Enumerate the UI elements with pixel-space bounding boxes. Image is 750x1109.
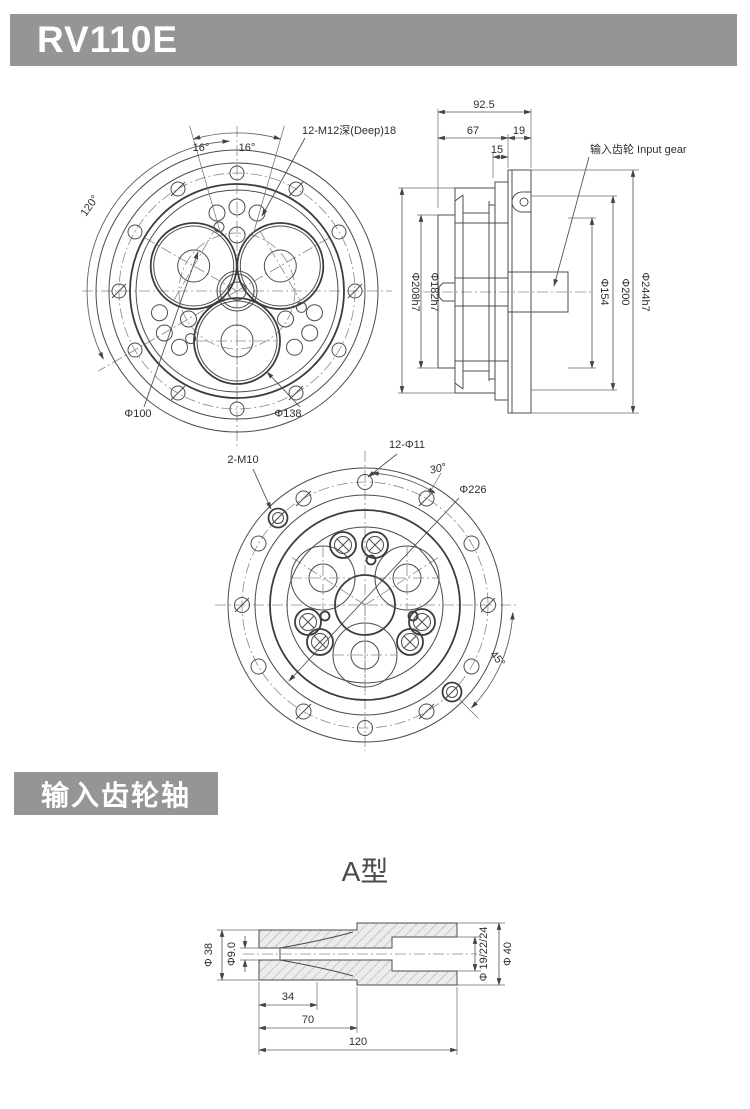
dia-100-label: Φ100 [124, 408, 151, 420]
output-view-centerlines [215, 451, 517, 751]
dia-226-label: Φ226 [459, 484, 486, 496]
front-view-tap-note: 12-M12深(Deep)18 [261, 124, 396, 217]
side-view-dia-dims: Φ208h7 Φ182h7 Φ154 Φ200 Φ244h7 [398, 169, 651, 414]
model-title: RV110E [37, 19, 179, 60]
dia-208-label: Φ208h7 [409, 272, 421, 311]
side-view-internals [438, 194, 508, 390]
section-banner: 输入齿轮轴 [14, 772, 218, 815]
variant-label: A型 [341, 856, 389, 887]
output-view-screws [294, 531, 436, 656]
shaft-view-drawing: 34 70 120 Φ 38 Φ9.0 Φ 19/22/24 Φ 40 [203, 922, 514, 1055]
len-34-label: 34 [282, 991, 294, 1003]
output-view-m10-plugs [267, 507, 463, 703]
shaft-dia-dims: Φ 38 Φ9.0 Φ 19/22/24 Φ 40 [203, 922, 514, 986]
dia-154-label: Φ154 [598, 278, 610, 305]
angle-120-label: 120° [79, 193, 102, 219]
section-title: 输入齿轮轴 [40, 779, 191, 811]
model-banner: RV110E [10, 14, 737, 66]
dia-40-label: Φ 40 [502, 942, 514, 966]
side-view-top-dims: 92.5 67 19 15 [437, 99, 532, 208]
dim-67-label: 67 [467, 125, 479, 137]
angle-16-right-label: 16° [239, 142, 256, 154]
output-view-large-holes [290, 545, 440, 688]
hole-note-label: 12-Φ11 [389, 439, 425, 451]
input-gear-label: 输入齿轮 Input gear [590, 142, 687, 156]
dia-182-label: Φ182h7 [428, 272, 440, 311]
dia-138-label: Φ138 [274, 408, 301, 420]
dim-92-5-label: 92.5 [473, 99, 494, 111]
dia-200-label: Φ200 [619, 278, 631, 305]
angle-45-label: 45° [487, 649, 507, 669]
len-120-label: 120 [349, 1036, 367, 1048]
side-view-input-gear: 输入齿轮 Input gear [553, 142, 687, 287]
output-view-annotations: 2-M10 12-Φ11 30° Φ226 45° [227, 439, 515, 719]
dia-38-label: Φ 38 [203, 943, 215, 967]
len-70-label: 70 [302, 1014, 314, 1026]
dia-244-label: Φ244h7 [639, 272, 651, 311]
shaft-length-dims: 34 70 120 [258, 982, 458, 1055]
angle-30-label: 30° [428, 461, 448, 477]
m10-note-label: 2-M10 [227, 454, 258, 466]
dim-15-label: 15 [491, 144, 503, 156]
dim-19-label: 19 [513, 125, 525, 137]
front-view-drawing: 16° 16° 120° 12-M12深(Deep)18 Φ100 Φ138 [79, 124, 396, 448]
tap-note-label: 12-M12深(Deep)18 [302, 124, 396, 137]
front-view-centerlines [82, 126, 392, 448]
shaft-section [243, 922, 477, 986]
output-view-drawing: 2-M10 12-Φ11 30° Φ226 45° [215, 439, 517, 751]
dia-9-label: Φ9.0 [226, 942, 238, 966]
front-view-dia-labels: Φ100 Φ138 [124, 251, 302, 420]
side-view-drawing: 92.5 67 19 15 输入齿轮 Input gear Φ208h7 Φ18… [398, 99, 687, 414]
side-view-outline [437, 169, 569, 414]
dia-bore-label: Φ 19/22/24 [478, 927, 490, 982]
